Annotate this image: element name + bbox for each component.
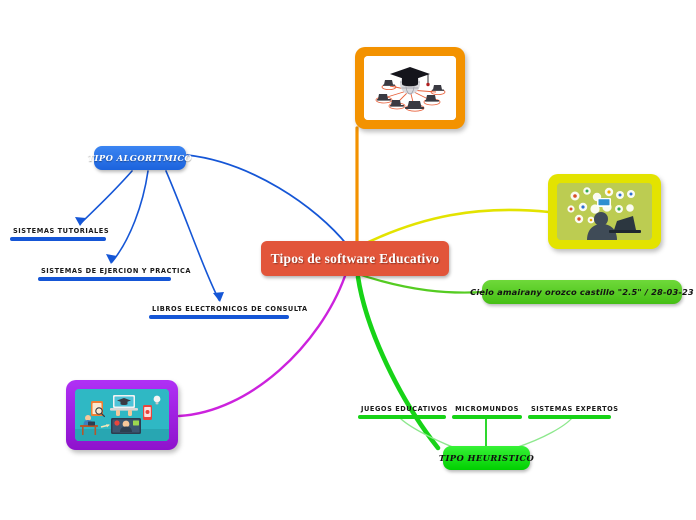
- branch-node-algoritmico-label: TIPO ALGORITMICO: [87, 153, 193, 163]
- branch-node-heuristico[interactable]: TIPO HEURISTICO: [439, 446, 534, 470]
- student-laptop-icons-image[interactable]: [548, 174, 661, 249]
- subtopic-underline: [528, 415, 611, 419]
- connector-branch-algoritmico: [186, 154, 349, 247]
- subtopic-label: SISTEMAS EXPERTOS: [531, 405, 619, 413]
- subtopic-underline: [149, 315, 289, 319]
- subtopic-sistemas-tutoriales[interactable]: SISTEMAS TUTORIALES: [10, 227, 110, 241]
- subtopic-libros-electronicos-consulta[interactable]: LIBROS ELECTRONICOS DE CONSULTA: [149, 305, 308, 319]
- branch-node-heuristico-label: TIPO HEURISTICO: [438, 453, 535, 463]
- subtopic-underline: [452, 415, 522, 419]
- subtopic-micromundos[interactable]: MICROMUNDOS: [452, 405, 522, 419]
- branch-node-algoritmico[interactable]: TIPO ALGORITMICO: [88, 146, 192, 170]
- subtopic-sistemas-expertos[interactable]: SISTEMAS EXPERTOS: [528, 405, 619, 419]
- author-credit-label: Cielo amairany orozco castillo "2.5" / 2…: [470, 287, 694, 297]
- central-topic-label: Tipos de software Educativo: [270, 250, 440, 266]
- subtopic-label: MICROMUNDOS: [455, 405, 519, 413]
- image-inner: [75, 389, 169, 441]
- graduation-globe-art: [364, 56, 456, 120]
- connector-left-image: [177, 274, 347, 418]
- image-inner: [557, 183, 652, 240]
- subtopic-label: LIBROS ELECTRONICOS DE CONSULTA: [152, 305, 308, 313]
- subtopic-underline: [358, 415, 446, 419]
- subtopic-underline: [38, 277, 171, 281]
- connector-branch-heuristico: [355, 274, 441, 451]
- subtopic-label: SISTEMAS DE EJERCION Y PRACTICA: [41, 267, 192, 275]
- subtopic-label: JUEGOS EDUCATIVOS: [361, 405, 448, 413]
- connector-subtopics-heuristico: [399, 417, 573, 449]
- image-inner: [364, 56, 456, 120]
- elearning-devices-art: [75, 389, 169, 441]
- subtopic-juegos-educativos[interactable]: JUEGOS EDUCATIVOS: [358, 405, 448, 419]
- subtopic-label: SISTEMAS TUTORIALES: [13, 227, 110, 235]
- student-laptop-art: [557, 183, 652, 240]
- subtopic-sistemas-ejercion-practica[interactable]: SISTEMAS DE EJERCION Y PRACTICA: [38, 267, 192, 281]
- elearning-devices-image[interactable]: [66, 380, 178, 450]
- central-topic-node[interactable]: Tipos de software Educativo: [261, 241, 449, 276]
- author-credit-node[interactable]: Cielo amairany orozco castillo "2.5" / 2…: [470, 280, 694, 304]
- subtopic-underline: [10, 237, 106, 241]
- graduation-globe-laptops-image[interactable]: [355, 47, 465, 129]
